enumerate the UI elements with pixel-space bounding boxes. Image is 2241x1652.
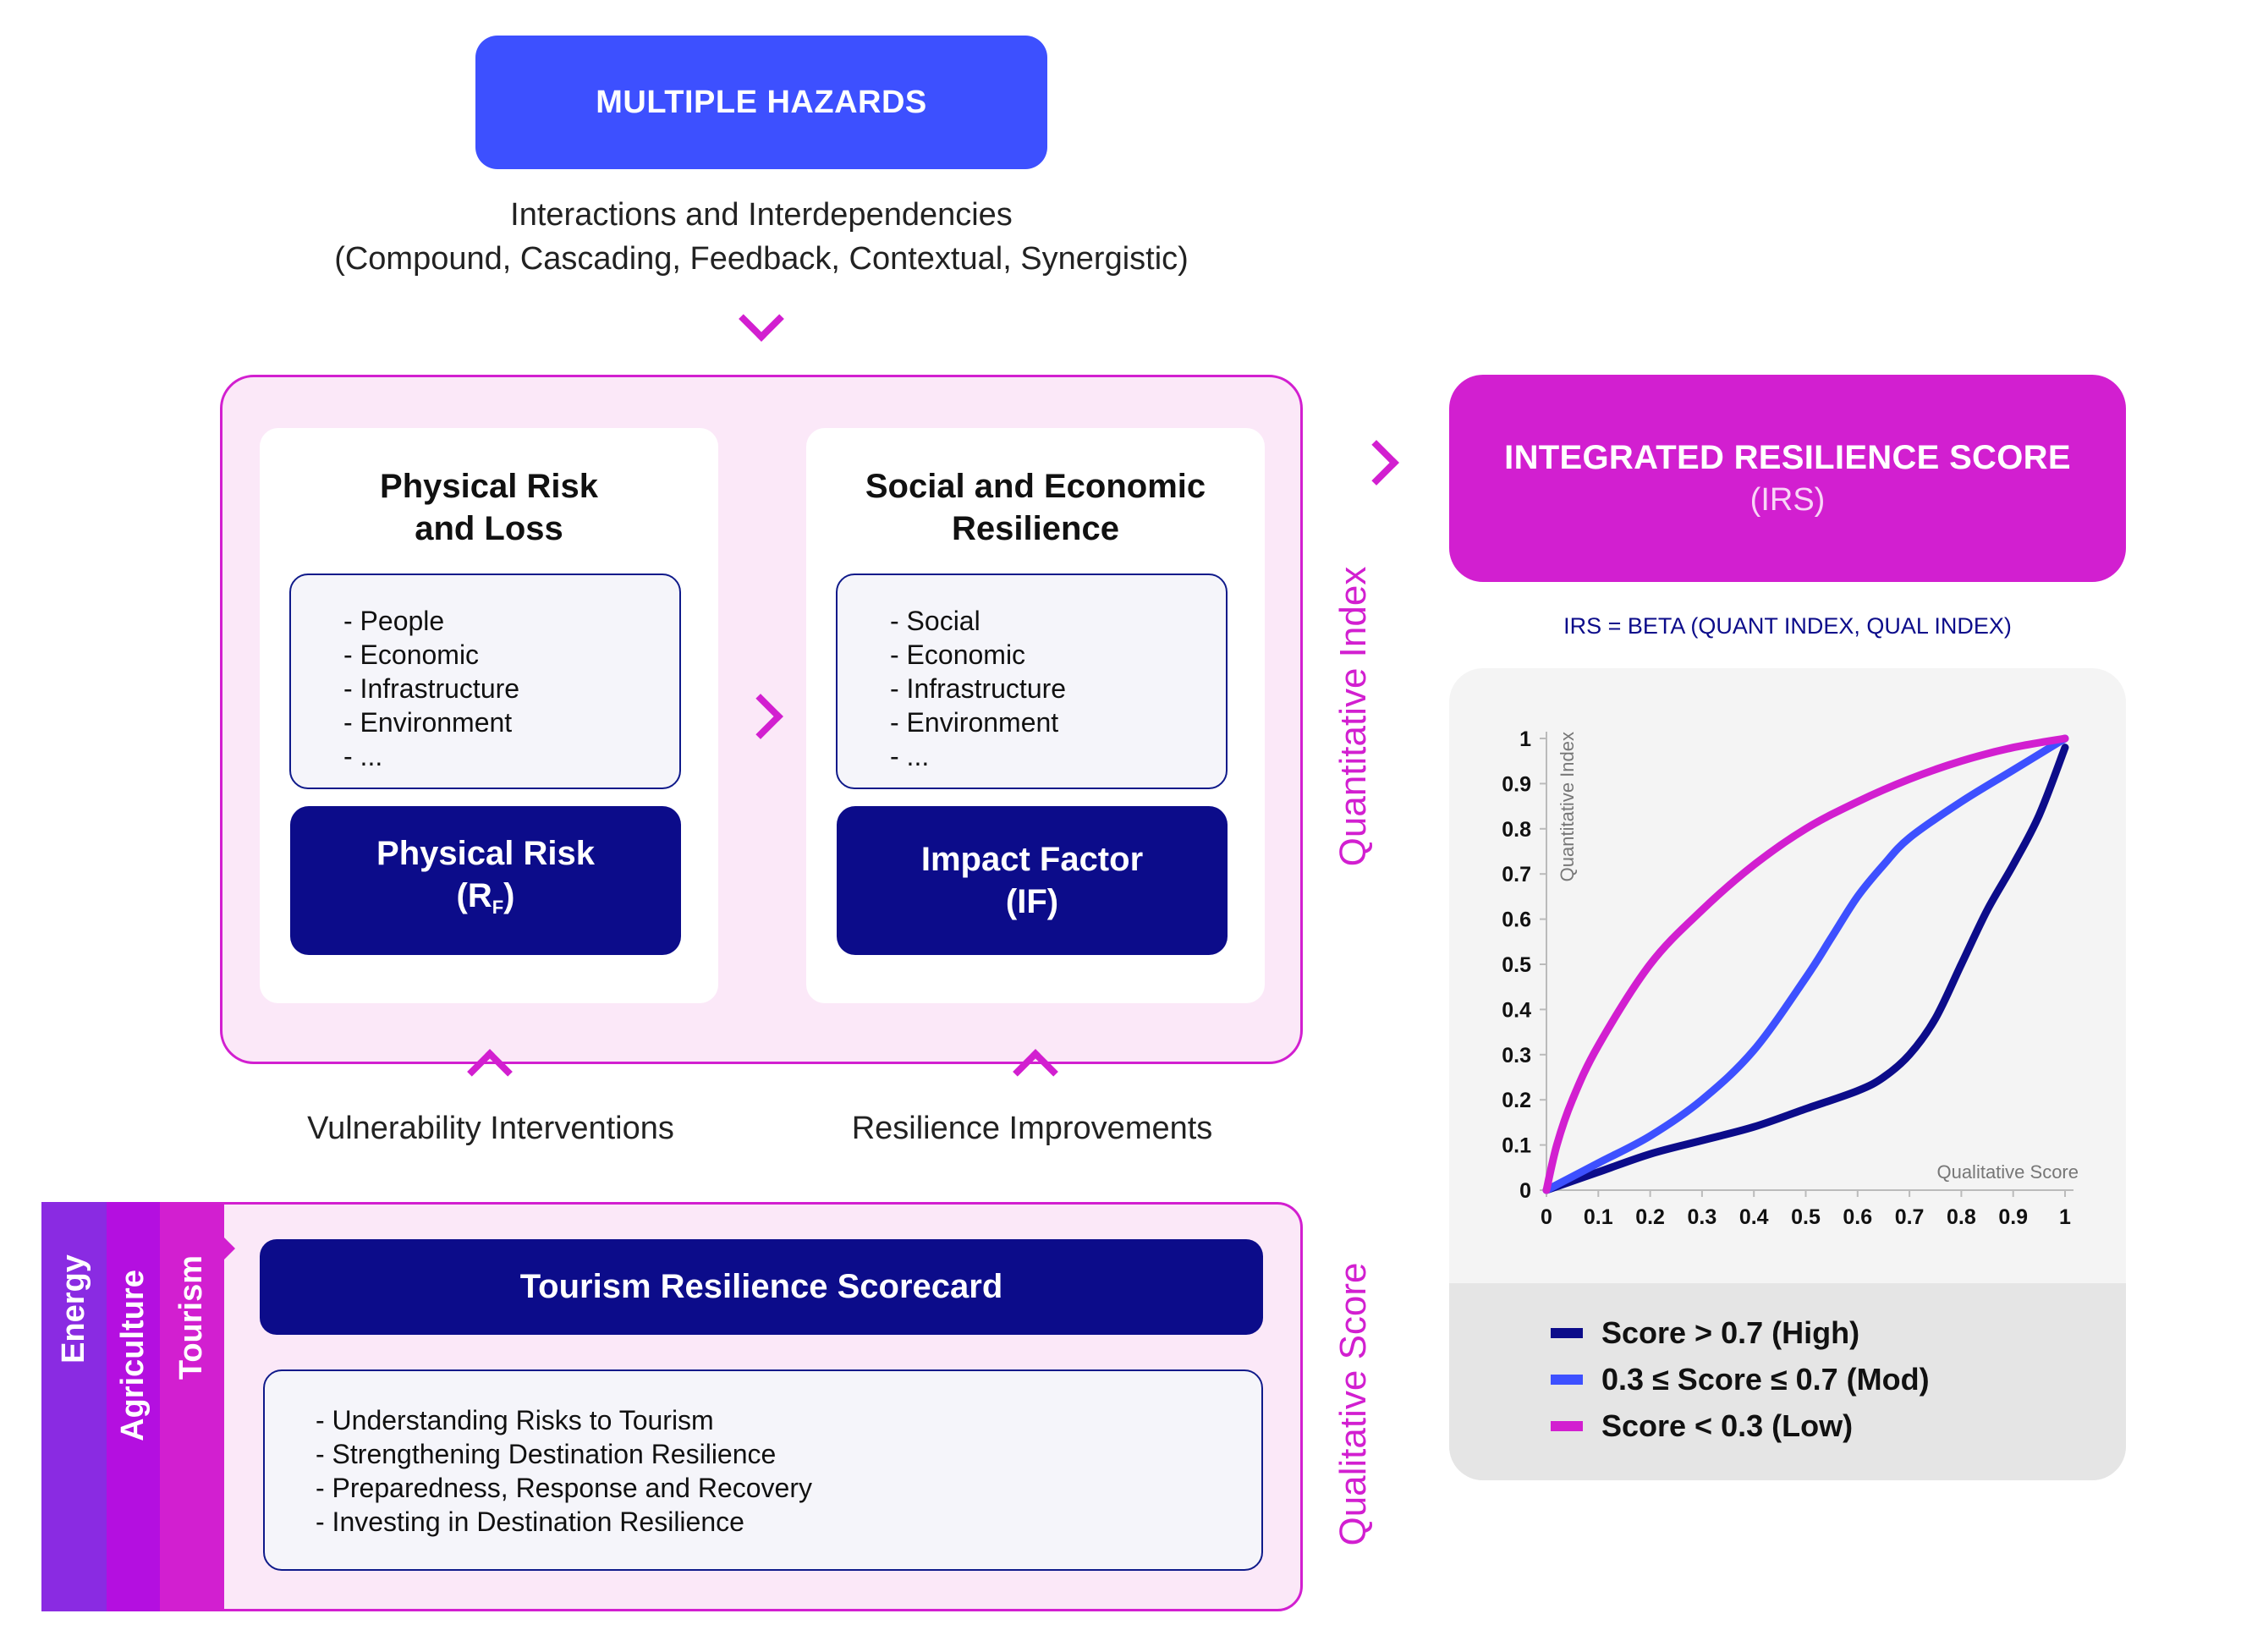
irs-chart: 0 0.1 0.2 0.3 0.4 0.5 0.6 0.7 0.8 0.9 1 0 0.1 0.2 0.3 0… — [1502, 727, 2079, 1229]
physical-risk-symbol: (RF) — [456, 877, 515, 918]
list-item: - Environment — [890, 707, 1059, 738]
multiple-hazards-box: MULTIPLE HAZARDS — [475, 36, 1047, 169]
quantitative-index-side-label: Quantitative Index — [1332, 566, 1374, 867]
multiple-hazards-title: MULTIPLE HAZARDS — [596, 84, 927, 120]
y-axis-title: Quantitative Index — [1557, 732, 1578, 881]
list-item: - Infrastructure — [890, 673, 1067, 704]
sector-agriculture: Agriculture — [107, 1202, 160, 1611]
sector-energy-label: Energy — [56, 1254, 92, 1364]
y-tick-label: 0.5 — [1502, 953, 1531, 977]
irs-box: INTEGRATED RESILIENCE SCORE (IRS) — [1449, 375, 2126, 582]
chevron-down-icon — [739, 296, 784, 342]
impact-factor-box: Impact Factor (IF) — [837, 806, 1228, 955]
impact-factor-label: Impact Factor — [920, 841, 1144, 878]
x-axis-title: Qualitative Score — [1936, 1161, 2079, 1183]
x-tick-label: 0.3 — [1688, 1205, 1717, 1229]
y-tick-label: 0.9 — [1502, 772, 1531, 796]
x-tick-label: 0.2 — [1635, 1205, 1665, 1229]
list-item: - ... — [890, 741, 930, 771]
vulnerability-interventions-label: Vulnerability Interventions — [307, 1111, 674, 1146]
list-item: - Infrastructure — [343, 673, 520, 704]
list-item: - Economic — [890, 639, 1026, 670]
x-tick-label: 0.8 — [1947, 1205, 1976, 1229]
legend-swatch-high — [1551, 1328, 1583, 1338]
legend-label-low: Score < 0.3 (Low) — [1601, 1408, 1854, 1443]
physical-risk-symbol-sub: F — [492, 897, 504, 918]
y-tick-label: 0.2 — [1502, 1089, 1531, 1112]
series-line-low — [1542, 734, 2069, 1194]
chart-axes: 0 0.1 0.2 0.3 0.4 0.5 0.6 0.7 0.8 0.9 1 0 0.1 0.2 0.3 0… — [1502, 727, 2079, 1229]
legend-label-mod: 0.3 ≤ Score ≤ 0.7 (Mod) — [1601, 1362, 1930, 1397]
interactions-text: Interactions and Interdependencies (Comp… — [254, 193, 1269, 281]
social-economic-title: Social and Economic Resilience — [806, 465, 1265, 550]
irs-title: INTEGRATED RESILIENCE SCORE — [1504, 438, 2071, 476]
physical-risk-title: Physical Risk and Loss — [260, 465, 718, 550]
tourism-pointer-icon — [224, 1238, 235, 1260]
list-item: - Preparedness, Response and Recovery — [316, 1473, 812, 1503]
y-tick-label: 0.7 — [1502, 863, 1531, 886]
y-tick-label: 0.4 — [1502, 998, 1531, 1022]
resilience-improvements-label: Resilience Improvements — [851, 1111, 1213, 1146]
y-tick-label: 0 — [1519, 1179, 1531, 1203]
list-item: - Economic — [343, 639, 480, 670]
physical-risk-symbol-letter: R — [467, 877, 492, 914]
physical-risk-title-line-2: and Loss — [415, 510, 563, 547]
x-tick-label: 1 — [2059, 1205, 2071, 1229]
x-tick-label: 0 — [1541, 1205, 1552, 1229]
x-tick-label: 0.5 — [1791, 1205, 1821, 1229]
x-tick-label: 0.6 — [1843, 1205, 1872, 1229]
list-item: - People — [343, 606, 445, 636]
interactions-line-1: Interactions and Interdependencies — [510, 197, 1013, 233]
sector-tourism: Tourism — [160, 1202, 224, 1611]
x-tick-label: 0.1 — [1584, 1205, 1613, 1229]
sector-agriculture-label: Agriculture — [115, 1270, 151, 1441]
irs-abbreviation: (IRS) — [1749, 481, 1826, 518]
sector-tourism-label: Tourism — [173, 1254, 210, 1380]
x-tick-label: 0.7 — [1895, 1205, 1925, 1229]
impact-factor-symbol: (IF) — [1005, 883, 1059, 920]
legend-swatch-mod — [1551, 1375, 1583, 1385]
legend-swatch-low — [1551, 1421, 1583, 1431]
chevron-right-icon — [1354, 440, 1399, 486]
legend-item-high: Score > 0.7 (High) — [1551, 1315, 1859, 1351]
sector-energy: Energy — [41, 1202, 107, 1611]
physical-risk-list: - People - Economic - Infrastructure - E… — [289, 574, 681, 789]
y-tick-label: 0.1 — [1502, 1134, 1531, 1158]
social-economic-title-line-2: Resilience — [952, 510, 1119, 547]
list-item: - Investing in Destination Resilience — [316, 1507, 744, 1537]
x-tick-label: 0.9 — [1998, 1205, 2028, 1229]
legend-item-low: Score < 0.3 (Low) — [1551, 1408, 1853, 1444]
tourism-scorecard-title: Tourism Resilience Scorecard — [260, 1239, 1263, 1335]
social-economic-title-line-1: Social and Economic — [865, 468, 1206, 505]
legend-item-mod: 0.3 ≤ Score ≤ 0.7 (Mod) — [1551, 1362, 1930, 1397]
y-tick-label: 0.6 — [1502, 908, 1531, 932]
list-item: - Strengthening Destination Resilience — [316, 1439, 777, 1469]
social-economic-list: - Social - Economic - Infrastructure - E… — [836, 574, 1228, 789]
y-tick-label: 0.3 — [1502, 1044, 1531, 1067]
chart-lines — [1542, 734, 2069, 1194]
physical-risk-box: Physical Risk (RF) — [290, 806, 681, 955]
physical-risk-box-label: Physical Risk — [376, 835, 595, 872]
list-item: - Environment — [343, 707, 513, 738]
x-tick-label: 0.4 — [1739, 1205, 1769, 1229]
interactions-line-2: (Compound, Cascading, Feedback, Contextu… — [334, 241, 1189, 277]
list-item: - Social — [890, 606, 980, 636]
y-tick-label: 0.8 — [1502, 818, 1531, 842]
legend-label-high: Score > 0.7 (High) — [1601, 1315, 1860, 1350]
list-item: - ... — [343, 741, 383, 771]
irs-formula: IRS = BETA (QUANT INDEX, QUAL INDEX) — [1563, 613, 2012, 639]
y-tick-label: 1 — [1519, 727, 1531, 751]
qualitative-score-side-label: Qualitative Score — [1332, 1262, 1374, 1546]
series-line-mod — [1542, 734, 2069, 1194]
tourism-scorecard-list: - Understanding Risks to Tourism - Stren… — [263, 1369, 1263, 1571]
list-item: - Understanding Risks to Tourism — [316, 1405, 714, 1435]
physical-risk-title-line-1: Physical Risk — [380, 468, 598, 505]
series-line-high — [1542, 744, 2069, 1194]
